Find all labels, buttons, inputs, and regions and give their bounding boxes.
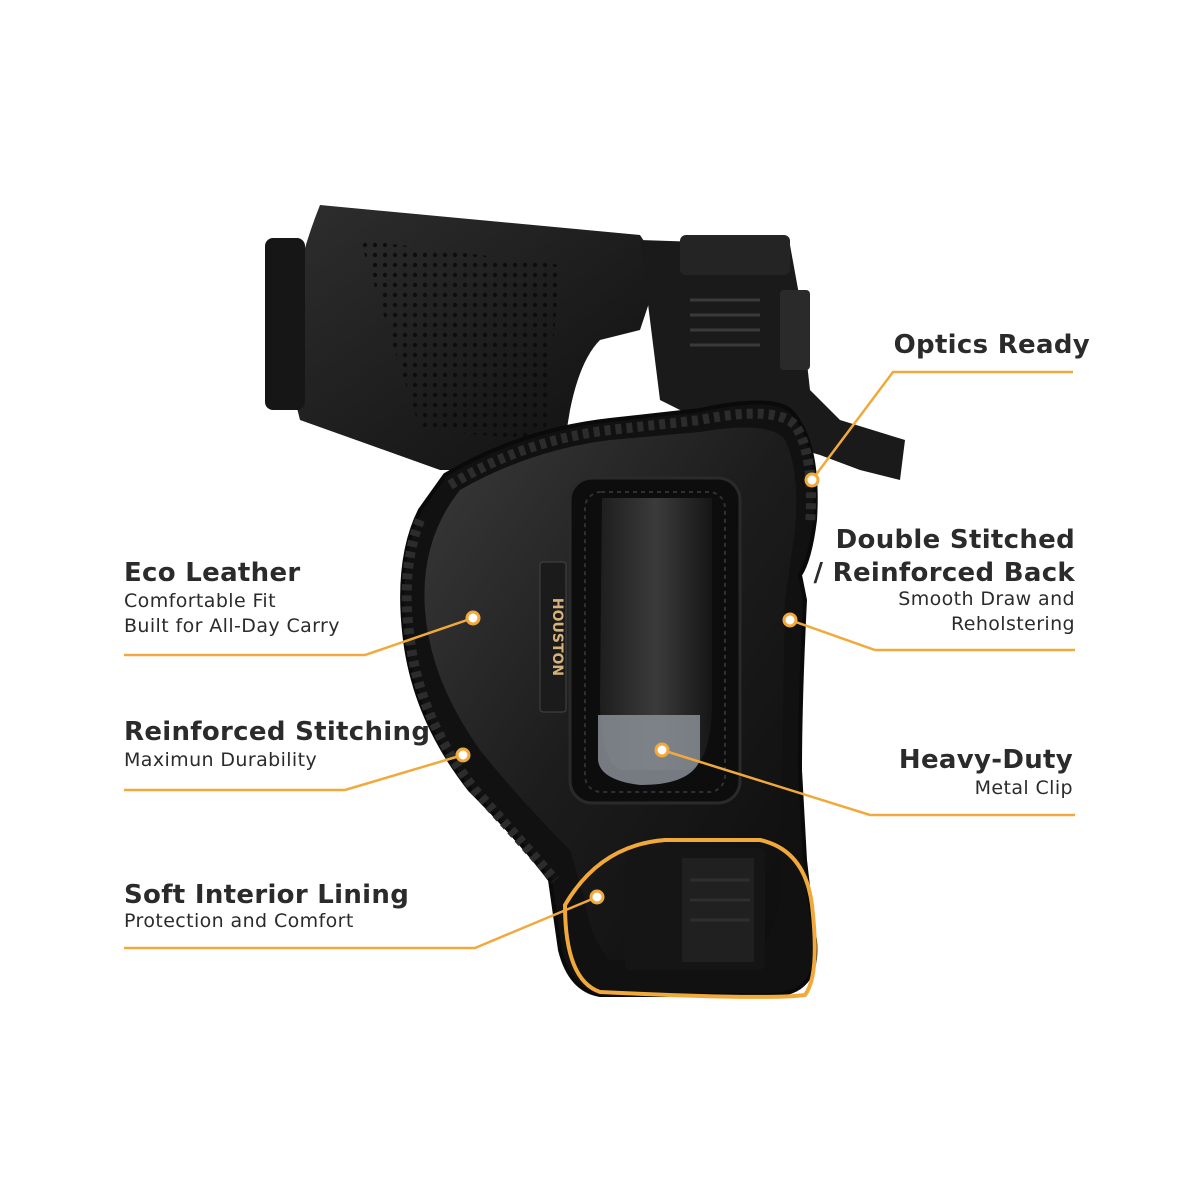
heavy-duty-title: Heavy-Duty xyxy=(898,745,1073,775)
lining-dot xyxy=(589,889,605,905)
holster: HOUSTON xyxy=(400,400,818,997)
stitching-line xyxy=(124,753,464,792)
callout-lines xyxy=(124,370,1075,950)
lining-line xyxy=(124,895,598,950)
metal-clip xyxy=(600,498,712,770)
eco-leather-line1: Comfortable Fit xyxy=(124,590,276,612)
soft-lining-line1: Protection and Comfort xyxy=(124,910,354,932)
reinforced-stitching-title: Reinforced Stitching xyxy=(124,717,431,747)
double-stitched-title2: / Reinforced Back xyxy=(813,558,1075,588)
reinforced-stitching-line1: Maximun Durability xyxy=(124,749,318,771)
soft-lining-title: Soft Interior Lining xyxy=(124,880,410,910)
eco-leather-line2: Built for All-Day Carry xyxy=(124,615,340,637)
lining-highlight xyxy=(562,838,817,999)
eco-leather-title: Eco Leather xyxy=(124,558,301,588)
double-stitched-line1: Smooth Draw and xyxy=(898,588,1075,610)
grip-texture xyxy=(360,240,560,440)
double-stitched-line2: Reholstering xyxy=(950,613,1075,635)
double-stitched-title1: Double Stitched xyxy=(835,525,1075,555)
optic-mount xyxy=(680,235,790,275)
eco-dot xyxy=(465,610,481,626)
optics-title: Optics Ready xyxy=(893,330,1090,360)
magazine-base xyxy=(265,238,305,410)
clip-dot xyxy=(654,742,670,758)
clip-line xyxy=(661,748,1075,817)
brand-tag xyxy=(539,561,567,713)
optics-line xyxy=(811,370,1073,481)
optics-dot xyxy=(804,472,820,488)
double-dot xyxy=(782,612,798,628)
heavy-duty-line1: Metal Clip xyxy=(974,777,1073,799)
brand-text: HOUSTON xyxy=(549,598,565,676)
pistol xyxy=(265,205,905,480)
stitching-dot xyxy=(455,747,471,763)
eco-line xyxy=(124,616,474,657)
callout-dots xyxy=(455,472,820,905)
double-line xyxy=(789,618,1075,652)
